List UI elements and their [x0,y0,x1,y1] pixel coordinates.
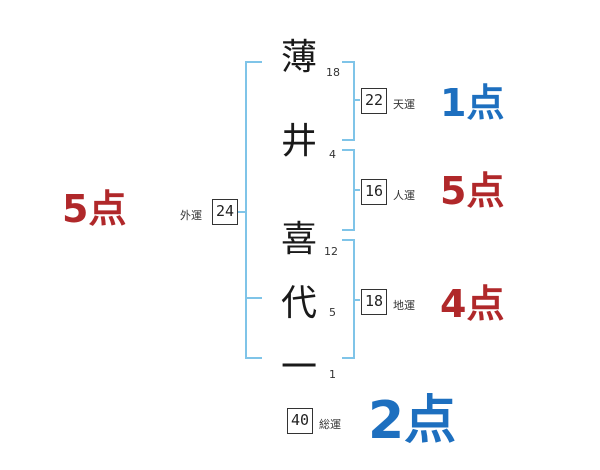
gaiun-label: 外運 [180,209,202,222]
stroke-count-1: 18 [326,66,340,79]
gaiun-value-box: 24 [212,199,238,225]
name-char-3: 喜 [280,219,317,260]
stroke-count-4: 5 [329,306,336,319]
tenun-bracket [342,61,355,141]
tenun-value-box: 22 [361,88,387,114]
gaiun-score: 5点 [62,187,127,231]
tenun-score: 1点 [440,81,505,125]
jinun-label: 人運 [393,189,415,202]
gaiun-bracket [245,61,262,359]
soun-label: 総運 [319,418,341,431]
chiun-bracket [342,239,355,359]
chiun-score: 4点 [440,282,505,326]
name-characters: 薄 井 喜 代 一 [271,28,327,388]
stroke-count-3: 12 [324,245,338,258]
jinun-score: 5点 [440,169,505,213]
jinun-value-box: 16 [361,179,387,205]
name-char-1: 薄 [280,37,317,78]
chiun-value-box: 18 [361,289,387,315]
name-char-2: 井 [280,121,317,162]
tenun-label: 天運 [393,98,415,111]
chiun-label: 地運 [393,299,415,312]
stroke-count-5: 1 [329,368,336,381]
soun-value-box: 40 [287,408,313,434]
stroke-count-2: 4 [329,148,336,161]
name-char-5: 一 [280,347,317,388]
jinun-bracket [342,149,355,231]
soun-score: 2点 [368,391,457,451]
name-char-4: 代 [280,283,317,324]
